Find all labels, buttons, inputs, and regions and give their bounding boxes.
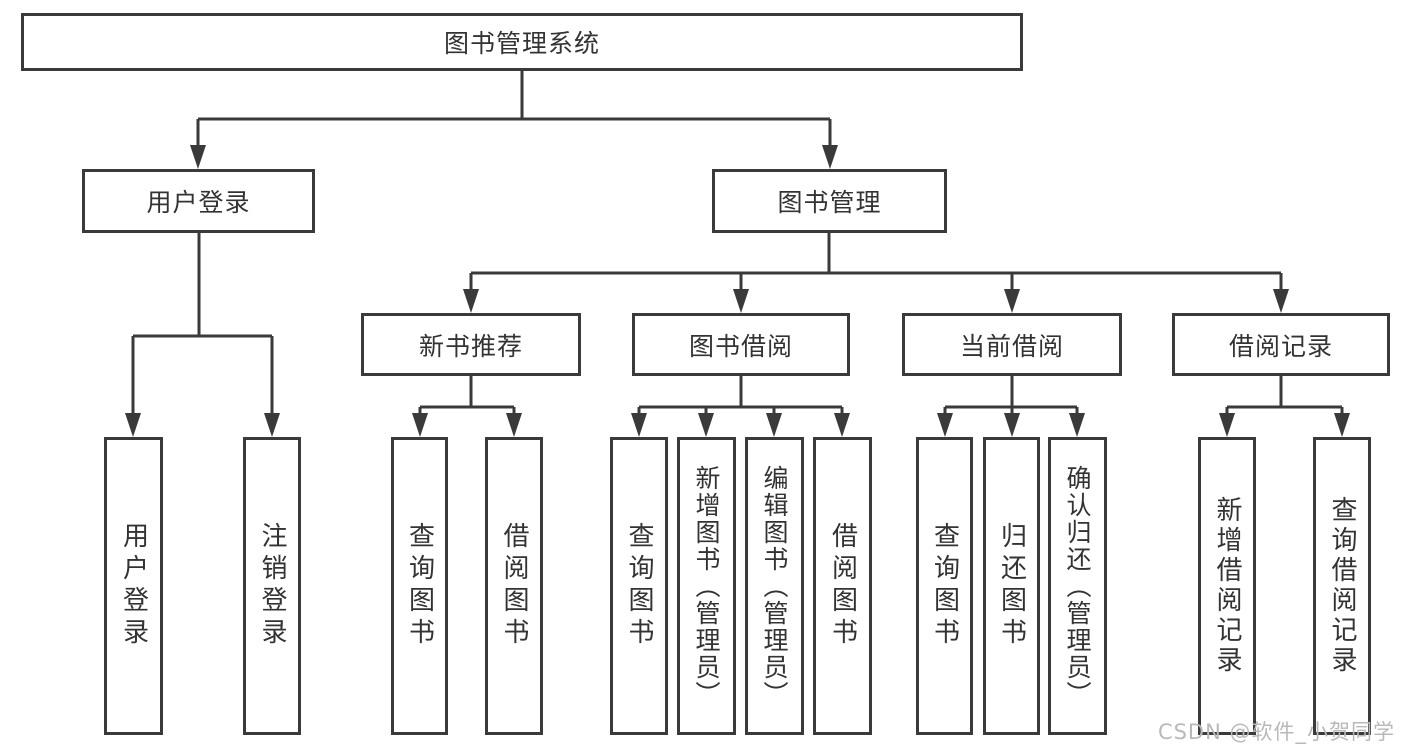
node-new-book-recommend: 新书推荐 [361,313,581,376]
connector-currentborrow-to-leaves [943,376,1079,414]
leaf-query-book-current-label: 查询图书 [929,522,960,650]
leaf-logout-label: 注销登录 [257,522,287,650]
leaf-return-book: 归还图书 [983,437,1040,735]
leaf-add-borrow-record: 新增借阅记录 [1198,437,1256,735]
leaf-user-login: 用户登录 [104,437,163,735]
leaf-query-book-current: 查询图书 [916,437,973,735]
leaf-edit-book-admin: 编辑图书（管理员） [745,437,804,735]
node-book-management-label: 图书管理 [777,188,882,217]
leaf-add-borrow-record-label: 新增借阅记录 [1212,496,1242,676]
leaf-logout: 注销登录 [243,437,301,735]
connector-userlogin-to-leaves [131,233,274,414]
leaf-edit-book-admin-label: 编辑图书（管理员） [760,464,789,708]
leaf-query-book-borrow-label: 查询图书 [624,522,654,650]
connector-borrowrecord-to-leaves [1225,376,1344,414]
connector-newbook-to-leaves [418,376,516,414]
node-borrow-record-label: 借阅记录 [1228,331,1333,361]
leaf-confirm-return-admin-label: 确认归还（管理员） [1063,464,1092,708]
leaf-add-book-admin: 新增图书（管理员） [677,437,736,735]
connector-bookborrow-to-leaves [637,376,844,414]
node-current-borrow: 当前借阅 [902,313,1122,376]
csdn-watermark: CSDN @软件_小贺同学 [1157,720,1395,744]
leaf-user-login-label: 用户登录 [118,522,149,650]
node-root-library-system: 图书管理系统 [21,13,1023,71]
node-current-borrow-label: 当前借阅 [959,331,1064,361]
leaf-borrow-book-label: 借阅图书 [827,522,858,650]
leaf-borrow-book-recommend: 借阅图书 [485,437,543,735]
connector-root-to-level2 [196,70,832,147]
node-user-login: 用户登录 [82,169,315,233]
leaf-borrow-book-recommend-label: 借阅图书 [499,522,529,650]
leaf-query-borrow-record-label: 查询借阅记录 [1327,496,1357,676]
arrowheads [125,145,1350,437]
node-root-label: 图书管理系统 [443,29,600,58]
node-book-borrow: 图书借阅 [632,313,850,376]
node-user-login-label: 用户登录 [146,188,251,217]
node-book-borrow-label: 图书借阅 [688,331,793,361]
leaf-query-borrow-record: 查询借阅记录 [1313,437,1371,735]
node-new-book-recommend-label: 新书推荐 [418,331,523,361]
leaf-return-book-label: 归还图书 [996,522,1027,650]
leaf-query-book-recommend: 查询图书 [391,437,448,735]
leaf-query-book-recommend-label: 查询图书 [404,522,435,650]
leaf-confirm-return-admin: 确认归还（管理员） [1048,437,1107,735]
node-book-management: 图书管理 [712,169,947,233]
connector-bookmgmt-to-level3 [469,233,1283,290]
leaf-add-book-admin-label: 新增图书（管理员） [692,464,721,708]
leaf-borrow-book: 借阅图书 [813,437,872,735]
leaf-query-book-borrow: 查询图书 [610,437,668,735]
node-borrow-record: 借阅记录 [1172,313,1390,376]
